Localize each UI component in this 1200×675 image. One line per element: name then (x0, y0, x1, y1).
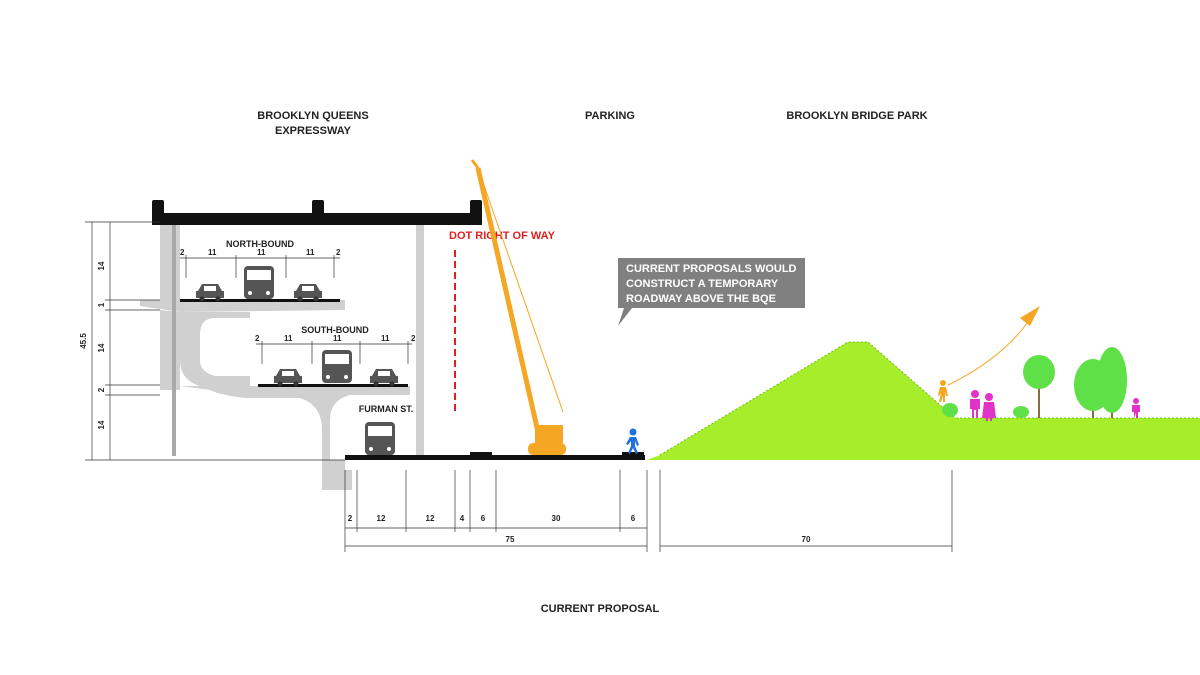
tree-icon (1097, 347, 1127, 418)
furman-roadway (345, 455, 645, 460)
south-lane-dims: 2 11 11 11 2 (255, 334, 416, 364)
callout-line3: ROADWAY ABOVE THE BQE (626, 293, 776, 305)
parking-header: PARKING (585, 110, 635, 122)
sidewalk-curb (622, 452, 644, 456)
bqe-header-line2: EXPRESSWAY (275, 125, 352, 137)
diagram-caption: CURRENT PROPOSAL (541, 603, 660, 615)
top-deck (152, 200, 482, 225)
dim-label: 6 (481, 514, 486, 523)
north-roadway (180, 299, 340, 302)
dim-label: 11 (284, 334, 293, 343)
bqe-header-line1: BROOKLYN QUEENS (257, 110, 368, 122)
people (938, 380, 1140, 421)
car-icon (370, 369, 398, 387)
dim-label: 11 (306, 248, 315, 257)
north-lane-dims: 2 11 11 11 2 (180, 248, 341, 278)
dim-label: 2 (255, 334, 260, 343)
car-icon (294, 284, 322, 302)
dim-label: 4 (460, 514, 465, 523)
car-icon (196, 284, 224, 302)
dim-label: 2 (336, 248, 341, 257)
dim-label: 11 (257, 248, 266, 257)
child-icon (938, 380, 948, 402)
dim-label: 11 (333, 334, 342, 343)
person-icon (1132, 398, 1140, 418)
height-dims: 14 1 14 2 14 45.5 (79, 221, 345, 461)
bus-icon (322, 350, 352, 383)
dot-row-label: DOT RIGHT OF WAY (449, 230, 556, 242)
bush-icon (1013, 406, 1029, 418)
car-icon (274, 369, 302, 387)
park-header: BROOKLYN BRIDGE PARK (786, 110, 927, 122)
dim-label: 12 (426, 514, 435, 523)
tree-icon (1023, 355, 1055, 418)
dim-label: 70 (802, 535, 811, 544)
person-icon (982, 393, 996, 421)
dim-label: 14 (97, 343, 106, 352)
dim-label: 14 (97, 420, 106, 429)
bus-icon (365, 422, 395, 455)
dim-label: 30 (552, 514, 561, 523)
kite-icon (947, 306, 1040, 386)
south-vehicles (274, 350, 398, 387)
dim-label: 14 (97, 261, 106, 270)
crane-icon (470, 159, 566, 455)
bush-icon (942, 403, 958, 417)
dim-label: 2 (97, 387, 106, 392)
bqe-structure (140, 224, 424, 490)
south-roadway (258, 384, 408, 387)
park-landform (647, 342, 1200, 460)
bus-icon (244, 266, 274, 299)
median-curb (470, 452, 492, 456)
furman-label: FURMAN ST. (359, 404, 414, 414)
callout-line2: CONSTRUCT A TEMPORARY (626, 278, 779, 290)
park-edge (659, 341, 1200, 456)
dim-label: 11 (381, 334, 390, 343)
dim-label: 2 (180, 248, 185, 257)
dim-label: 1 (97, 302, 106, 307)
dim-label: 12 (377, 514, 386, 523)
callout-box: CURRENT PROPOSALS WOULD CONSTRUCT A TEMP… (618, 258, 805, 326)
callout-line1: CURRENT PROPOSALS WOULD (626, 263, 797, 275)
dim-label: 45.5 (79, 333, 88, 349)
dim-label: 2 (411, 334, 416, 343)
dim-label: 6 (631, 514, 636, 523)
dim-label: 75 (506, 535, 515, 544)
north-bound-label: NORTH-BOUND (226, 239, 294, 249)
north-vehicles (196, 266, 322, 302)
dim-label: 11 (208, 248, 217, 257)
dim-label: 2 (348, 514, 353, 523)
person-icon (970, 390, 980, 418)
pedestrian-icon (626, 428, 639, 454)
south-bound-label: SOUTH-BOUND (301, 325, 369, 335)
bottom-dims: 2 12 12 4 6 30 6 75 70 (344, 470, 953, 552)
trees (942, 347, 1127, 418)
